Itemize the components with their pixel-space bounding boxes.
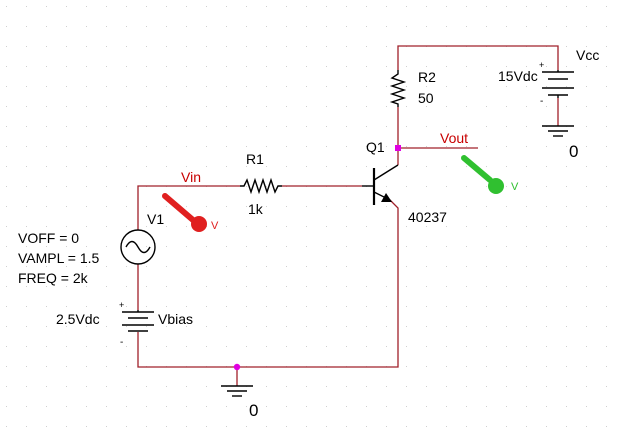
node-dot-vout xyxy=(395,145,401,151)
wires xyxy=(137,45,559,386)
resistor-r2[interactable] xyxy=(389,70,407,107)
net-label-vin: Vin xyxy=(181,169,201,185)
vcc-plus: + xyxy=(539,60,544,70)
battery-vbias[interactable] xyxy=(122,310,154,332)
vcc-minus: - xyxy=(540,96,543,107)
wire-top[interactable] xyxy=(397,45,559,70)
node-dots xyxy=(233,145,401,371)
node-dot-ground xyxy=(233,363,241,371)
vbias-value: 2.5Vdc xyxy=(56,311,100,327)
voltage-probe-icon[interactable] xyxy=(162,193,207,232)
v1-name: V1 xyxy=(147,211,164,227)
vcc-value: 15Vdc xyxy=(498,68,538,84)
vcc-name: Vcc xyxy=(576,47,599,63)
ground-main-icon[interactable] xyxy=(221,385,253,397)
v1-voff: VOFF = 0 xyxy=(18,230,79,246)
battery-vcc[interactable] xyxy=(542,70,574,98)
vbias-plus: + xyxy=(119,300,124,310)
r1-value: 1k xyxy=(248,201,264,217)
resistor-r1[interactable] xyxy=(240,177,282,195)
voltage-probe-icon[interactable] xyxy=(461,155,504,194)
wire-vin-left[interactable] xyxy=(137,185,240,230)
net-label-vout: Vout xyxy=(440,130,468,146)
ground-main-label: 0 xyxy=(249,401,258,420)
source-v1[interactable] xyxy=(120,229,156,265)
r1-name: R1 xyxy=(246,151,264,167)
grid-dots xyxy=(6,6,607,427)
ground-vcc-icon[interactable] xyxy=(542,125,574,137)
vbias-minus: - xyxy=(120,337,123,348)
transistor-q1[interactable] xyxy=(362,164,399,205)
vcc-ground-label: 0 xyxy=(569,142,578,161)
vbias-name: Vbias xyxy=(158,311,193,327)
q1-name: Q1 xyxy=(366,139,385,155)
wire-emitter-to-ground[interactable] xyxy=(137,199,399,368)
vout-probe-label: V xyxy=(511,181,519,193)
r2-name: R2 xyxy=(418,69,436,85)
q1-model: 40237 xyxy=(408,209,447,225)
v1-vampl: VAMPL = 1.5 xyxy=(18,250,100,266)
vin-probe-label: V xyxy=(211,220,219,232)
r2-value: 50 xyxy=(418,90,434,106)
v1-freq: FREQ = 2k xyxy=(18,270,89,286)
